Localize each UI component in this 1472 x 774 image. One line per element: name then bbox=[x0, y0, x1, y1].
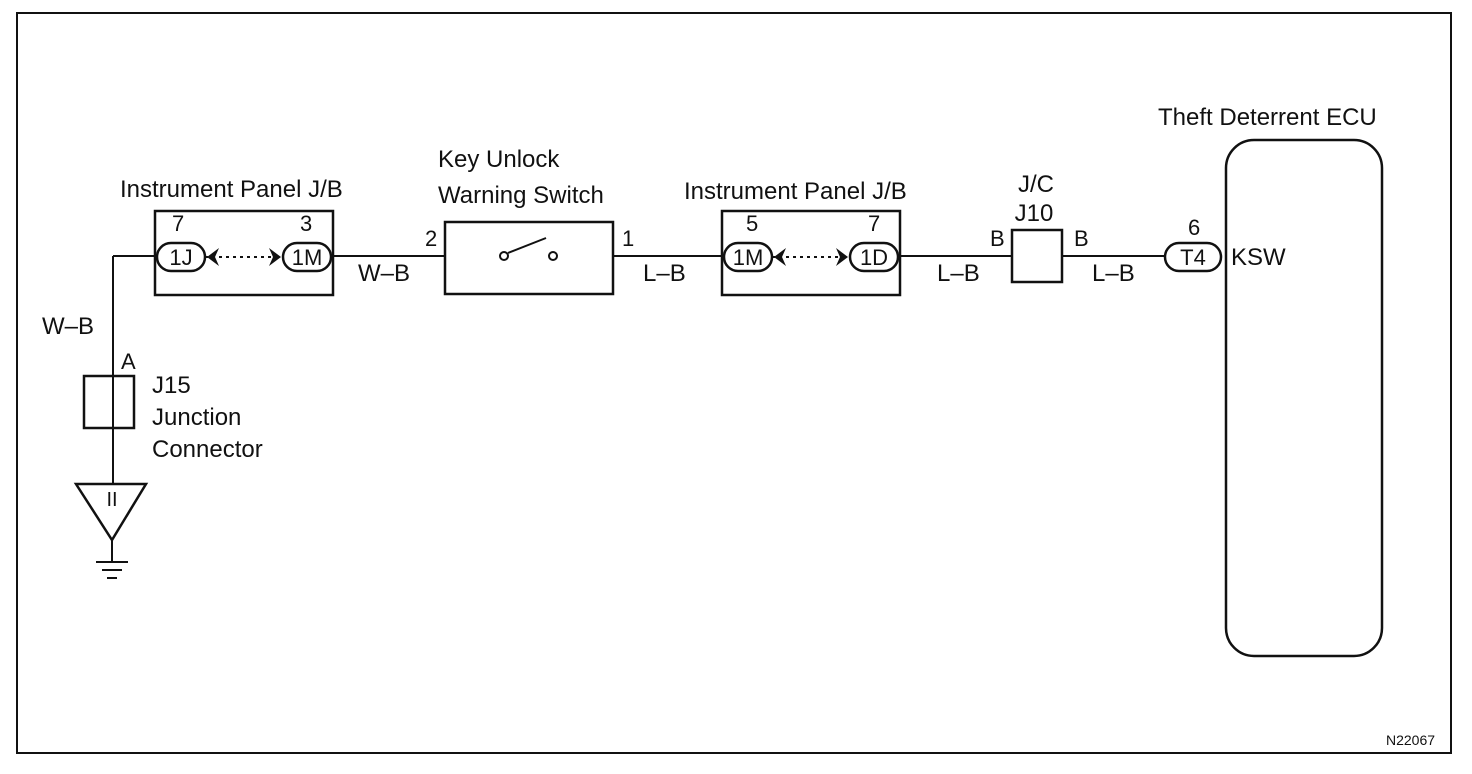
wire-label-w1: W–B bbox=[42, 313, 94, 340]
wire-label-w2: W–B bbox=[358, 260, 410, 287]
jb-right-pin-right: 7 bbox=[868, 211, 880, 236]
ecu-pin: 6 bbox=[1188, 215, 1200, 240]
ground-label: II bbox=[106, 489, 117, 511]
instrument-panel-jb-left bbox=[153, 209, 335, 297]
switch-pin-right: 1 bbox=[622, 226, 634, 251]
ecu-title: Theft Deterrent ECU bbox=[1158, 104, 1377, 131]
key-unlock-warning-switch bbox=[443, 220, 615, 296]
jb-right-pin-left: 5 bbox=[746, 211, 758, 236]
jb-left-pin-left: 7 bbox=[172, 211, 184, 236]
ground-triangle bbox=[73, 482, 149, 543]
connector-t4 bbox=[1163, 241, 1223, 273]
diagram-frame bbox=[16, 12, 1452, 754]
switch-title-line2: Warning Switch bbox=[438, 182, 604, 209]
jb-left-pin-right: 3 bbox=[300, 211, 312, 236]
wires bbox=[112, 255, 1165, 484]
j10-box bbox=[1010, 228, 1064, 284]
j15-box bbox=[82, 374, 136, 430]
arrow-right-icon bbox=[269, 248, 281, 266]
ground bbox=[73, 482, 149, 579]
junction-connector-j10 bbox=[1010, 228, 1064, 284]
ecu-box bbox=[1224, 138, 1384, 658]
conn-1j-label: 1J bbox=[169, 245, 192, 270]
drawing-code: N22067 bbox=[1386, 732, 1435, 748]
jb-left-title: Instrument Panel J/B bbox=[120, 176, 343, 203]
junction-connector-j15 bbox=[82, 374, 136, 430]
j15-pin: A bbox=[121, 349, 136, 374]
switch-contact-right bbox=[548, 251, 558, 261]
conn-1d-label: 1D bbox=[860, 245, 888, 270]
arrow-right-icon bbox=[836, 248, 848, 266]
switch-title-line1: Key Unlock bbox=[438, 146, 560, 173]
ecu-terminal: KSW bbox=[1231, 244, 1286, 271]
conn-t4-label: T4 bbox=[1180, 245, 1206, 270]
wire-label-w3: L–B bbox=[643, 260, 686, 287]
instrument-panel-jb-right bbox=[720, 209, 902, 297]
jc-pin-left: B bbox=[990, 226, 1005, 251]
jb-right-title: Instrument Panel J/B bbox=[684, 178, 907, 205]
switch-contact-left bbox=[499, 251, 509, 261]
switch-pin-left: 2 bbox=[425, 226, 437, 251]
j15-title-line3: Connector bbox=[152, 436, 263, 463]
j15-title-line2: Junction bbox=[152, 404, 241, 431]
j15-title-line1: J15 bbox=[152, 372, 191, 399]
jc-pin-right: B bbox=[1074, 226, 1089, 251]
switch-box bbox=[443, 220, 615, 296]
switch-blade bbox=[507, 237, 547, 254]
wire-label-w5: L–B bbox=[1092, 260, 1135, 287]
arrow-left-icon bbox=[774, 248, 786, 266]
wire-label-w4: L–B bbox=[937, 260, 980, 287]
arrow-left-icon bbox=[207, 248, 219, 266]
conn-1m-right-label: 1M bbox=[733, 245, 764, 270]
jc-title-line1: J/C bbox=[1018, 171, 1054, 198]
theft-deterrent-ecu bbox=[1163, 138, 1384, 658]
conn-1m-left-label: 1M bbox=[292, 245, 323, 270]
jc-title-line2: J10 bbox=[1015, 200, 1054, 227]
